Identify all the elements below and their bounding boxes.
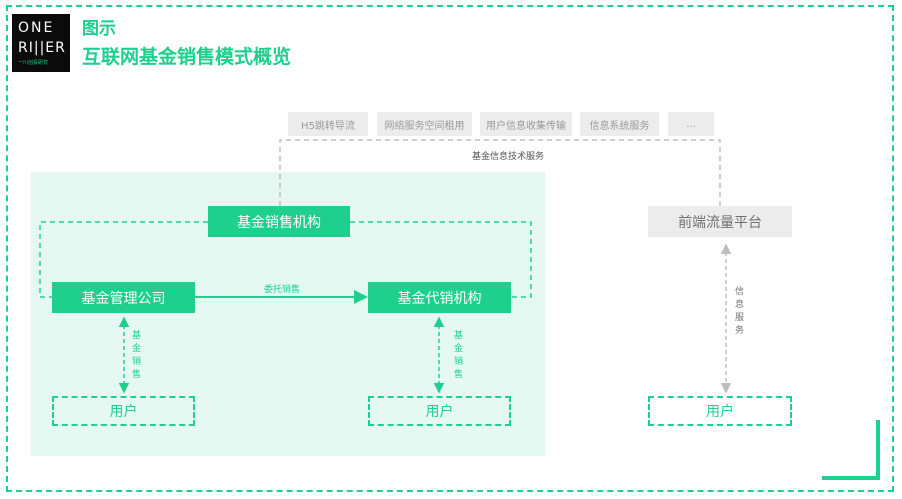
user-box-left: 用户 xyxy=(52,396,195,426)
consign-sales-label: 委托销售 xyxy=(264,285,301,295)
service-item: ... xyxy=(668,112,714,136)
service-item: 信息系统服务 xyxy=(580,112,659,136)
frontend-platform-box: 前端流量平台 xyxy=(648,206,792,237)
user-box-right: 用户 xyxy=(648,396,792,426)
service-item: 用户信息收集传输 xyxy=(480,112,572,136)
brand-logo: ONE RI||ER 一川创投研究 xyxy=(12,14,70,72)
service-item: H5跳转导流 xyxy=(288,112,368,136)
sales-org-bracket-right xyxy=(350,221,532,298)
fund-sales-label-left: 基金销售 xyxy=(131,331,141,380)
page-frame xyxy=(6,5,894,492)
user-box-middle: 用户 xyxy=(368,396,511,426)
mgmt-company-box: 基金管理公司 xyxy=(52,282,195,313)
info-service-label: 信息服务 xyxy=(734,287,744,336)
corner-accent xyxy=(822,420,880,480)
page-title: 互联网基金销售模式概览 xyxy=(82,46,292,68)
fund-sales-label-right: 基金销售 xyxy=(453,331,463,380)
service-item: 网络服务空间租用 xyxy=(377,112,472,136)
logo-line-3: 一川创投研究 xyxy=(18,60,49,66)
logo-line-1: ONE xyxy=(18,20,55,36)
figure-label: 图示 xyxy=(82,19,116,39)
sales-org-bracket xyxy=(39,221,208,298)
sales-org-box: 基金销售机构 xyxy=(208,206,350,237)
agency-org-box: 基金代销机构 xyxy=(368,282,511,313)
logo-line-2: RI||ER xyxy=(18,40,66,56)
services-caption: 基金信息技术服务 xyxy=(472,152,545,162)
